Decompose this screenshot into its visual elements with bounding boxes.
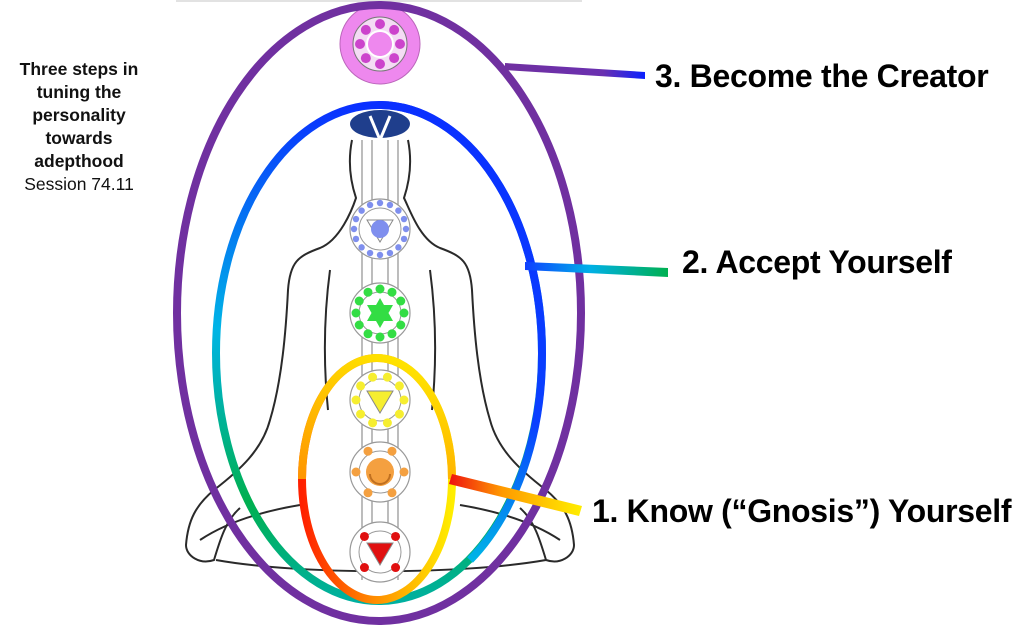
chakra-petal <box>354 320 364 330</box>
chakra-petal <box>387 287 397 297</box>
chakra-petal <box>351 467 361 477</box>
chakra-petal <box>395 244 402 251</box>
chakra-petal <box>399 308 409 318</box>
step-2-label: 2. Accept Yourself <box>682 244 952 280</box>
chakra-heart <box>349 282 411 344</box>
chakra-petal <box>387 329 397 339</box>
connector-line-step-3 <box>505 63 645 79</box>
chakra-throat <box>349 198 411 260</box>
chakra-petal <box>396 320 406 330</box>
chakra-petal <box>356 381 366 391</box>
chakra-petal <box>350 225 358 233</box>
triangle-symbol <box>366 390 394 414</box>
chakra-petal <box>399 467 409 477</box>
step-1-label: 1. Know (“Gnosis”) Yourself <box>592 493 1012 529</box>
chakra-petal <box>358 244 365 251</box>
caption-line: Three steps in <box>19 59 139 79</box>
chakra-sacral <box>349 441 411 503</box>
seated-figure <box>184 139 576 573</box>
chakra-petal <box>399 395 409 405</box>
chakra-petal <box>394 409 404 419</box>
chakra-petal <box>359 563 369 573</box>
chakra-petal <box>396 296 406 306</box>
chakra-petal <box>363 329 373 339</box>
chakra-petal <box>376 199 384 207</box>
diagram-caption: Three steps in tuning the personality to… <box>0 58 158 196</box>
chakra-petal <box>366 201 374 209</box>
chakra-petal <box>382 418 392 428</box>
chakra-petal <box>375 332 385 342</box>
inner-ring-top-overlay <box>298 354 456 480</box>
chakra-petal <box>400 215 408 223</box>
third-eye-petals <box>350 110 410 138</box>
chakra-petal <box>376 251 384 259</box>
chakra-petal <box>352 215 360 223</box>
chakra-petal <box>351 395 361 405</box>
chakra-petal <box>400 235 408 243</box>
chakra-petal <box>382 372 392 382</box>
caption-line: towards <box>45 128 113 148</box>
chakra-petal <box>363 488 373 498</box>
chakra-petal <box>387 446 397 456</box>
third-eye-mark <box>368 115 392 144</box>
connector-line-step-2 <box>525 262 668 277</box>
caption-line: personality <box>32 105 126 125</box>
caption-line: adepthood <box>34 151 124 171</box>
chakra-petal <box>356 409 366 419</box>
chakra-petal <box>358 207 365 214</box>
session-reference: Session 74.11 <box>24 174 134 194</box>
chakra-petal <box>352 235 360 243</box>
chakra-petal <box>366 249 374 257</box>
crescent-symbol <box>366 458 394 486</box>
step-3-label: 3. Become the Creator <box>655 58 989 94</box>
connector-line-step-1 <box>449 474 582 516</box>
chakra-petal <box>395 207 402 214</box>
chakra-petal <box>354 296 364 306</box>
chakra-root <box>349 521 411 583</box>
chakra-petal <box>351 308 361 318</box>
chakra-petal <box>387 488 397 498</box>
chakra-petal <box>391 563 401 573</box>
chakra-petal <box>394 381 404 391</box>
outer-ring-step-3 <box>173 1 585 625</box>
chakra-petal <box>386 201 394 209</box>
triangle-symbol <box>366 542 394 566</box>
chakra-petal <box>386 249 394 257</box>
chakra-petal <box>363 446 373 456</box>
chakra-solar-plexus <box>349 369 411 431</box>
chakra-petal <box>363 287 373 297</box>
chakra-petal <box>359 531 369 541</box>
chakra-petal <box>402 225 410 233</box>
middle-ring-right-overlay <box>378 101 547 563</box>
chakra-petal <box>391 531 401 541</box>
chakra-third-eye <box>350 110 410 144</box>
chakra-petal <box>368 418 378 428</box>
caption-line: tuning the <box>36 82 122 102</box>
chakra-crown <box>339 3 421 85</box>
chakra-petal <box>368 372 378 382</box>
chakra-petal <box>375 284 385 294</box>
